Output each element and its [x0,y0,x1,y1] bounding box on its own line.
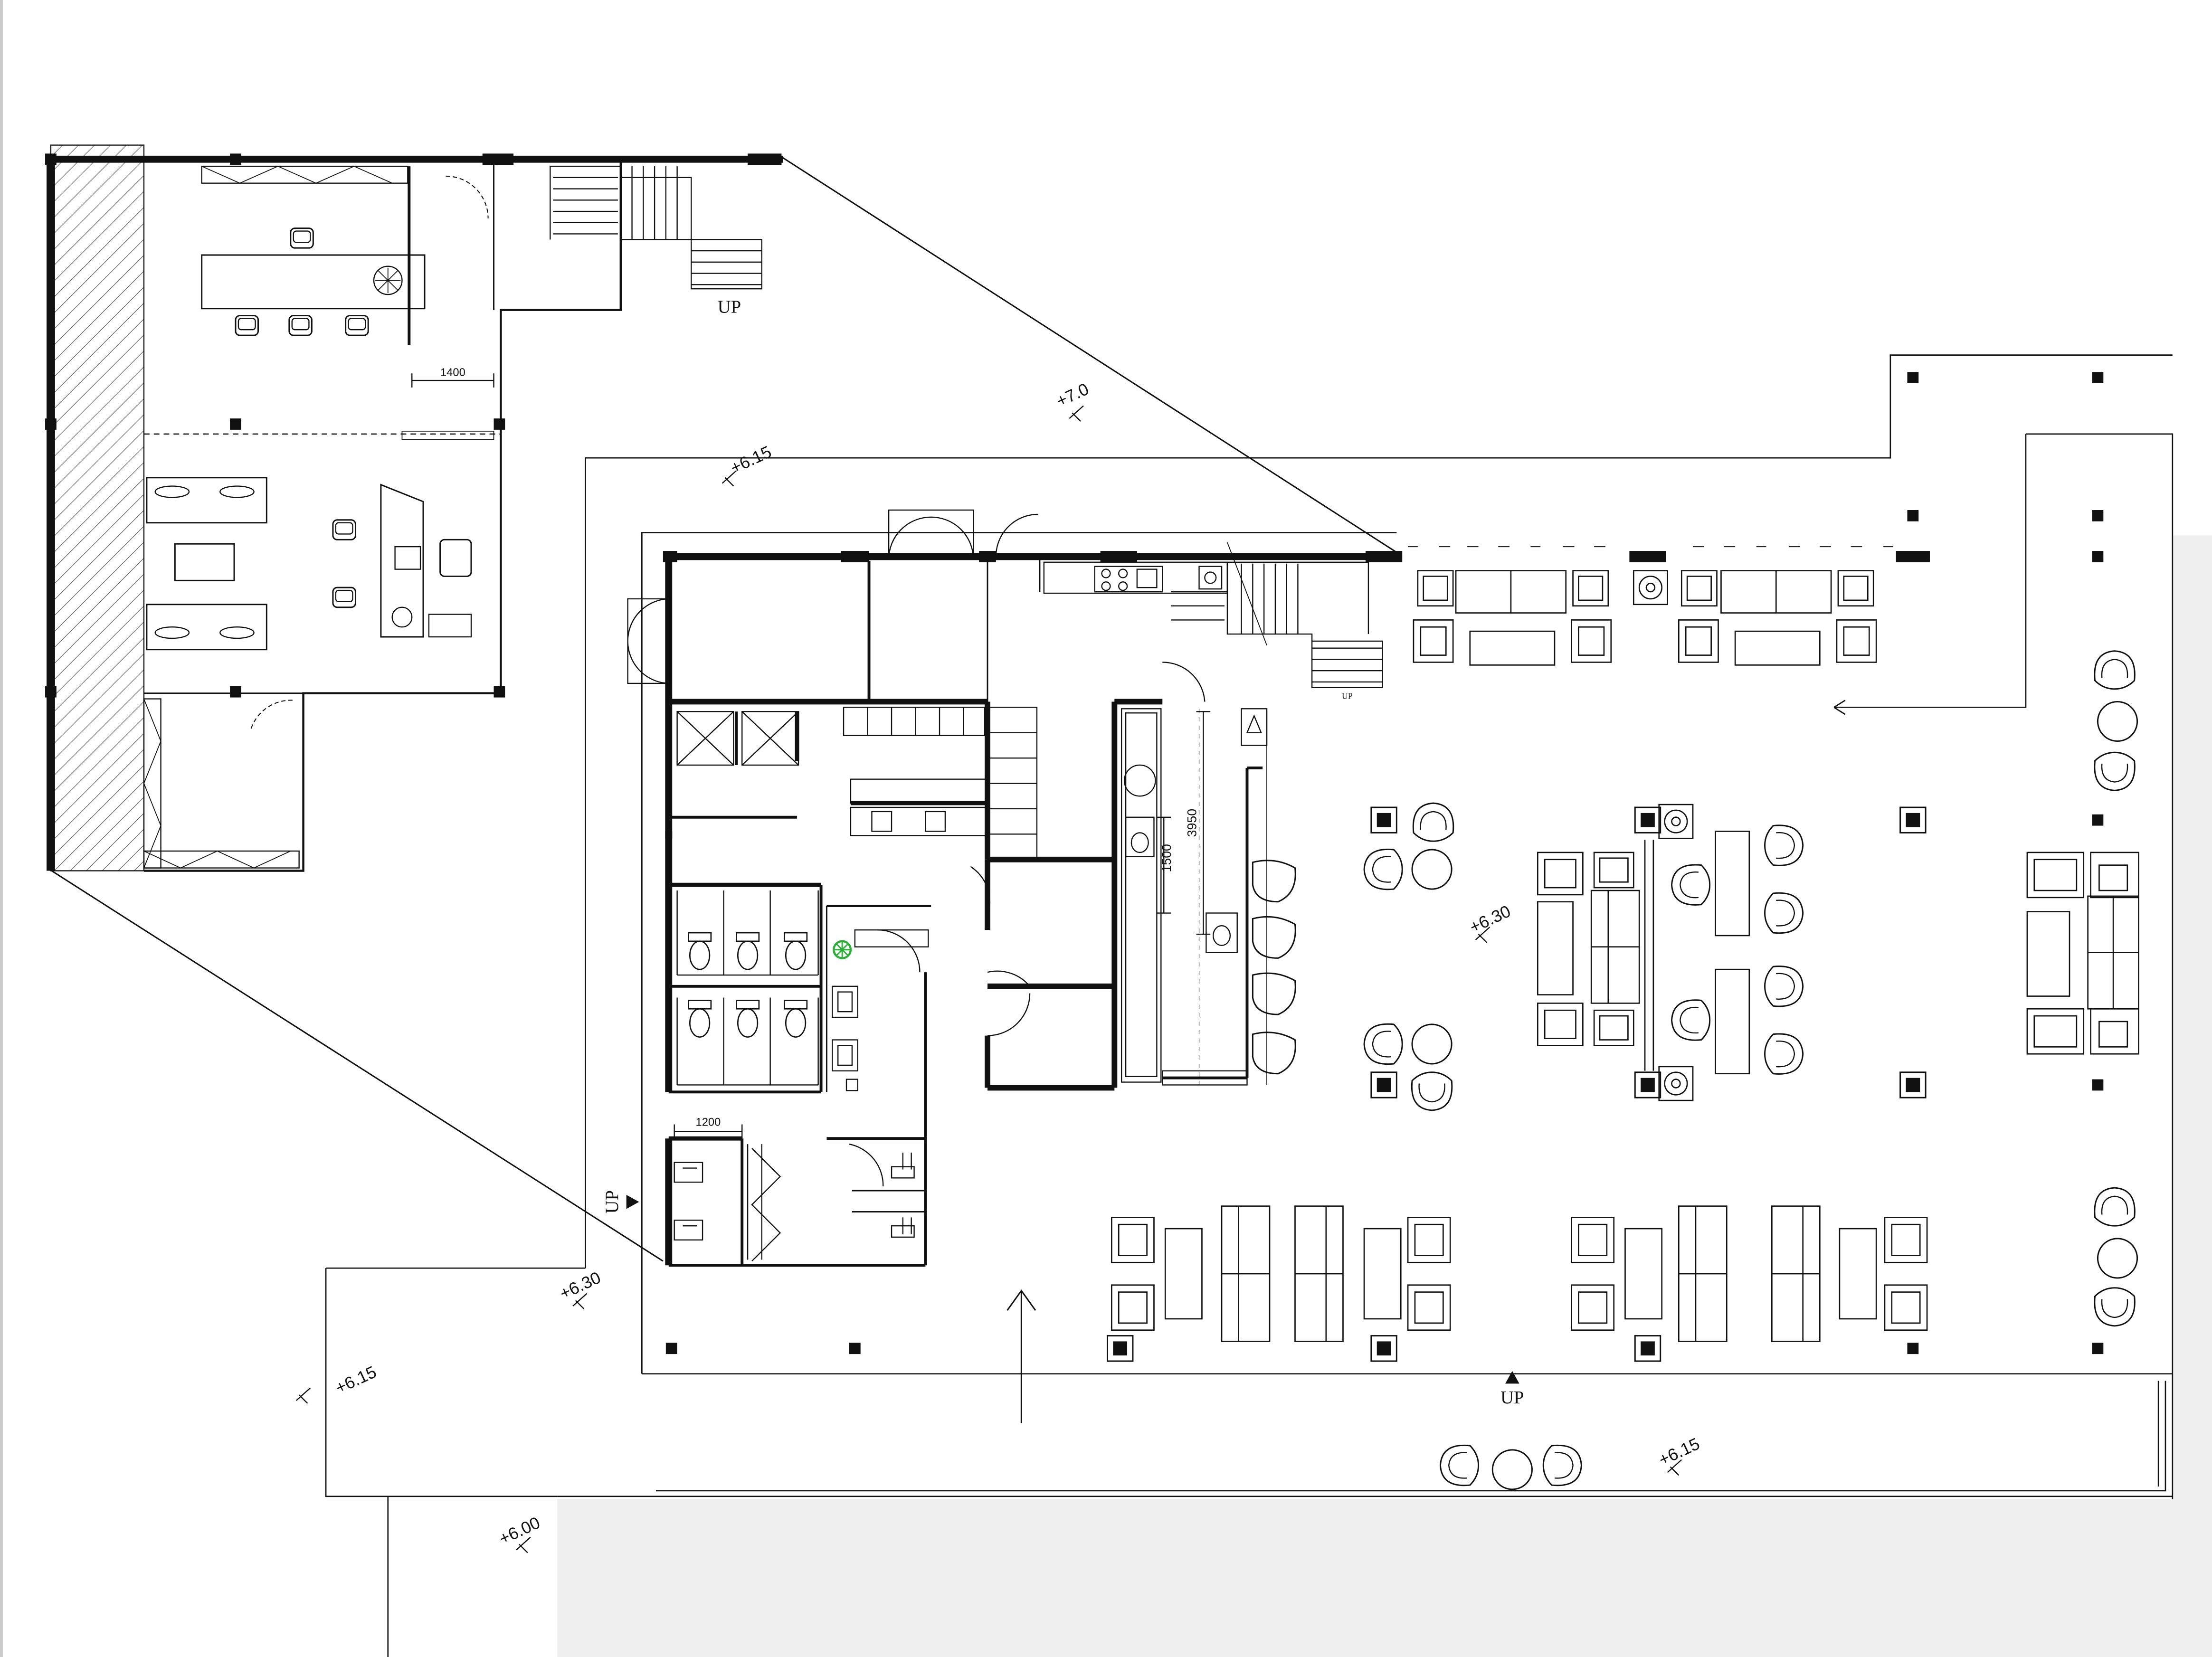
kitchen-top [1043,561,1228,594]
elevation-ground: +6.00 [496,1513,543,1548]
dimension-3950 [1196,711,1211,935]
entry-arrow [1006,1289,1036,1423]
tea-room-furniture [201,227,426,336]
dimension-3950-label: 3950 [1185,809,1199,837]
dimension-1400 [411,373,494,388]
toilet-stalls [676,890,819,1086]
diagonal-outlines [49,157,1397,1262]
shower-zone-furniture [674,1148,915,1262]
elevation-left-terrace: +6.15 [332,1362,380,1397]
dimension-1400-label: 1400 [440,367,465,379]
bar-counter [1120,708,1268,1086]
elevation-top: +7.0 [1054,379,1092,411]
bar-stair [1171,542,1383,689]
main-walls [665,553,1397,1267]
dimension-1500 [1157,816,1171,914]
lounge-columns [665,372,2104,1362]
left-entry-up: UP [602,1190,622,1213]
lockers [843,707,1038,860]
dimension-1200 [674,1124,743,1139]
front-steps-up: UP [1500,1388,1524,1408]
left-entry-marker [626,1194,639,1209]
round-table-groups [1411,701,2138,1490]
bottom-lounge [1111,1205,1928,1342]
office-block [45,144,783,872]
terrace-outlines [325,354,2174,1657]
shower-stalls [676,711,799,766]
dimension-1200-label: 1200 [696,1117,721,1129]
elevation-front-terrace: +6.15 [1656,1434,1703,1469]
plant-icon [833,940,852,959]
bar-stair-up: UP [1342,691,1353,701]
elevation-left-step: +6.30 [557,1268,604,1303]
office-furniture [146,477,472,651]
front-steps-marker [1505,1371,1519,1384]
top-lounge-furniture [1413,570,1877,666]
elevation-lounge: +6.30 [1467,901,1514,937]
top-stair-up: UP [718,297,741,317]
bar-stools [1252,860,1296,1075]
dimension-1500-label: 1500 [1159,844,1174,872]
top-stair [550,165,763,290]
main-wall-columns [663,551,1930,562]
dressing-furniture [832,929,929,1091]
archive-furniture [143,698,300,869]
central-lounge [1537,804,2139,1101]
doors [627,509,1206,1187]
elevation-symbols [295,405,1682,1553]
elevation-inner-terrace: +6.15 [728,442,775,477]
